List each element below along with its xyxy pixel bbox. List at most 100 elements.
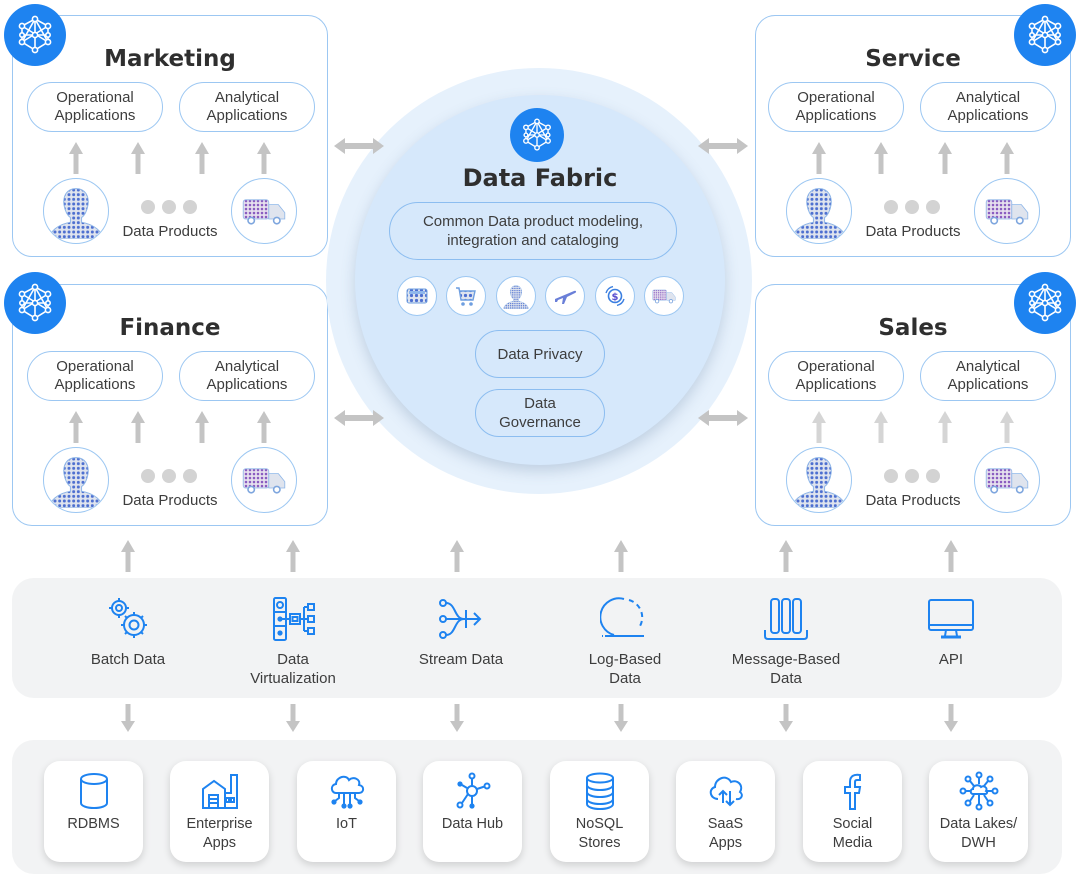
data-privacy-pill: Data Privacy [475, 330, 605, 378]
source-rdbms: RDBMS [44, 761, 143, 862]
up-arrow-icon [938, 142, 952, 174]
domain-network-badge [4, 272, 66, 334]
down-arrow-icon [286, 704, 300, 732]
svg-text:$: $ [612, 292, 619, 303]
source-label: Apps [708, 835, 743, 851]
source-label: NoSQL [575, 816, 624, 832]
source-label: Enterprise [186, 816, 253, 832]
bidirectional-arrow-icon [334, 410, 384, 426]
up-arrow-icon [195, 142, 209, 174]
fabric-product-airplane [545, 276, 585, 316]
cloud-sync-icon [709, 776, 743, 807]
person-icon [503, 283, 529, 309]
network-node-icon [15, 283, 55, 323]
domain-title: Marketing [104, 46, 236, 72]
up-arrow-icon [1000, 411, 1014, 443]
customer-data-product [43, 447, 109, 513]
truck-icon [983, 195, 1031, 227]
customer-data-product [43, 178, 109, 244]
customer-data-product [786, 447, 852, 513]
up-arrow-icon [812, 411, 826, 443]
domain-title: Service [865, 46, 961, 72]
bidirectional-arrow-icon [698, 410, 748, 426]
source-data-hub: Data Hub [423, 761, 522, 862]
log-cycle-icon [600, 597, 644, 637]
customer-data-product [786, 178, 852, 244]
up-arrow-icon [450, 540, 464, 572]
fabric-product-truck [644, 276, 684, 316]
monitor-icon [928, 599, 974, 639]
domain-network-badge [1014, 4, 1076, 66]
up-arrow-icon [779, 540, 793, 572]
up-arrow-icon [1000, 142, 1014, 174]
up-arrow-icon [121, 540, 135, 572]
method-label: Data [609, 670, 641, 687]
up-arrow-icon [131, 142, 145, 174]
fabric-product-cart [446, 276, 486, 316]
logistics-data-product [974, 178, 1040, 244]
database-cylinder-icon [79, 773, 108, 810]
method-label: Virtualization [250, 670, 336, 687]
truck-icon [651, 283, 677, 309]
down-arrow-icon [779, 704, 793, 732]
source-label: RDBMS [67, 816, 120, 832]
network-node-icon [520, 118, 554, 152]
ingestion-methods-band [12, 578, 1062, 698]
data-products-label: Data Products [865, 492, 961, 509]
fabric-product-finance: $ [595, 276, 635, 316]
message-queue-icon [764, 598, 808, 640]
source-label: DWH [961, 835, 996, 851]
logistics-data-product [231, 178, 297, 244]
shopping-cart-icon [456, 287, 476, 306]
up-arrow-icon [195, 411, 209, 443]
up-arrow-icon [131, 411, 145, 443]
data-products-label: Data Products [122, 492, 218, 509]
method-label: API [938, 651, 964, 668]
cloud-circuit-icon [330, 775, 364, 809]
up-arrow-icon [944, 540, 958, 572]
more-dots [884, 469, 940, 483]
truck-icon [240, 464, 288, 496]
method-batch-data: Batch Data [58, 594, 198, 669]
dollar-cycle-icon: $ [605, 285, 625, 307]
up-arrow-icon [812, 142, 826, 174]
fabric-title: Data Fabric [462, 164, 618, 192]
virtualization-icon [273, 597, 315, 641]
factory-icon [201, 774, 238, 809]
domain-network-badge [1014, 272, 1076, 334]
method-stream-data: Stream Data [391, 594, 531, 669]
source-label: Social [832, 816, 873, 832]
method-label: Data [770, 670, 802, 687]
up-arrow-icon [69, 142, 83, 174]
logistics-data-product [974, 447, 1040, 513]
airplane-icon [555, 290, 577, 304]
up-arrow-icon [69, 411, 83, 443]
more-dots [141, 200, 197, 214]
source-label: Apps [202, 835, 237, 851]
facebook-icon [843, 773, 861, 810]
method-label: Data [277, 651, 309, 668]
fabric-product-person [496, 276, 536, 316]
hub-icon [456, 772, 490, 809]
source-label: IoT [336, 816, 357, 832]
method-api: API [881, 594, 1021, 669]
source-label: Media [832, 835, 873, 851]
truck-icon [983, 464, 1031, 496]
bidirectional-arrow-icon [334, 138, 384, 154]
